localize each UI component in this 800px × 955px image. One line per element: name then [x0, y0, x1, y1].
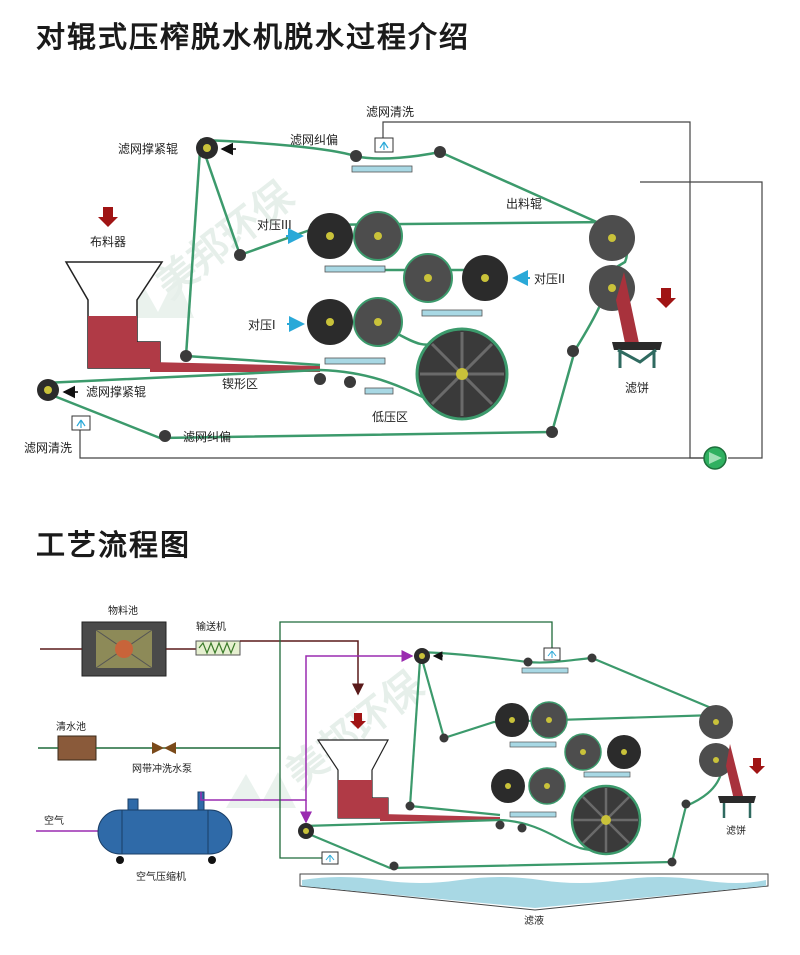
label-filtrate: 滤液 — [524, 914, 544, 927]
label-clean-water-tank: 清水池 — [56, 720, 86, 733]
sludge-layer-bottom — [380, 814, 500, 821]
water-trays-bottom — [509, 667, 631, 818]
red-arrows-top — [98, 207, 676, 308]
watermark-top: 美邦环保 — [118, 173, 303, 318]
label-cake: 滤饼 — [625, 381, 649, 395]
hopper-bottom — [316, 739, 389, 819]
label-tension-roll-top: 滤网撑紧辊 — [118, 141, 178, 156]
guide-rolls-top — [159, 146, 579, 442]
label-wash-pump: 网带冲洗水泵 — [132, 762, 192, 775]
label-press2: 对压II — [534, 272, 565, 286]
label-material-tank: 物料池 — [108, 604, 138, 617]
filtrate-basin — [299, 873, 769, 911]
press-rolls-top — [307, 211, 635, 347]
wash-pump-icon[interactable] — [703, 446, 727, 470]
water-trays-top — [324, 165, 483, 395]
spray-nozzle-bottom — [71, 415, 91, 431]
low-pressure-drum — [415, 327, 509, 421]
filter-belt-bottom — [303, 650, 724, 870]
label-discharge-roll: 出料辊 — [506, 197, 542, 211]
sludge-layer — [150, 362, 320, 372]
label-belt-correct-bottom: 滤网纠偏 — [183, 429, 231, 444]
conveyor-line — [240, 640, 364, 696]
tension-rolls-bottom[interactable] — [298, 648, 430, 839]
air-compressor[interactable] — [97, 791, 233, 864]
label-tension-roll-bottom: 滤网撑紧辊 — [86, 384, 146, 399]
label-press1: 对压I — [248, 318, 276, 332]
label-conveyor: 输送机 — [196, 620, 226, 633]
cake-output — [612, 272, 662, 368]
conveyor-icon — [195, 640, 241, 656]
label-press3: 对压III — [257, 218, 292, 232]
black-arrows-top — [62, 142, 236, 399]
spray-nozzle-top — [374, 137, 394, 153]
label-distributor: 布料器 — [90, 235, 126, 249]
cake-output-bottom — [718, 744, 756, 818]
process-title: 对辊式压榨脱水机脱水过程介绍 — [36, 20, 471, 54]
flow-title: 工艺流程图 — [36, 528, 192, 562]
label-cake-bottom: 滤饼 — [726, 824, 746, 837]
label-belt-wash-top: 滤网清洗 — [366, 105, 414, 119]
wash-pump-valve-icon[interactable] — [152, 742, 176, 754]
tension-roll-bottom[interactable] — [37, 379, 59, 401]
material-tank — [81, 621, 167, 677]
blue-arrows-top — [286, 228, 530, 332]
label-belt-correct-top: 滤网纠偏 — [290, 132, 338, 147]
red-arrows-bottom — [350, 713, 765, 774]
label-low-pressure-zone: 低压区 — [372, 410, 408, 424]
label-compressor: 空气压缩机 — [136, 870, 186, 883]
watermark-bottom: 美邦环保 — [226, 663, 433, 808]
label-wedge-zone: 锲形区 — [222, 377, 258, 391]
press-rolls-bottom — [491, 701, 733, 805]
wash-pipe-bottom — [279, 621, 553, 859]
hopper — [64, 261, 164, 369]
guide-rolls-bottom — [389, 653, 691, 871]
tension-roll-top[interactable] — [196, 137, 218, 159]
label-belt-wash-bottom: 滤网清洗 — [24, 441, 72, 455]
wash-pipe-top — [79, 121, 763, 459]
low-pressure-drum-bottom — [570, 784, 642, 856]
label-air: 空气 — [44, 814, 64, 827]
spray-boxes-bottom — [321, 647, 561, 865]
clean-water-tank — [57, 735, 97, 761]
